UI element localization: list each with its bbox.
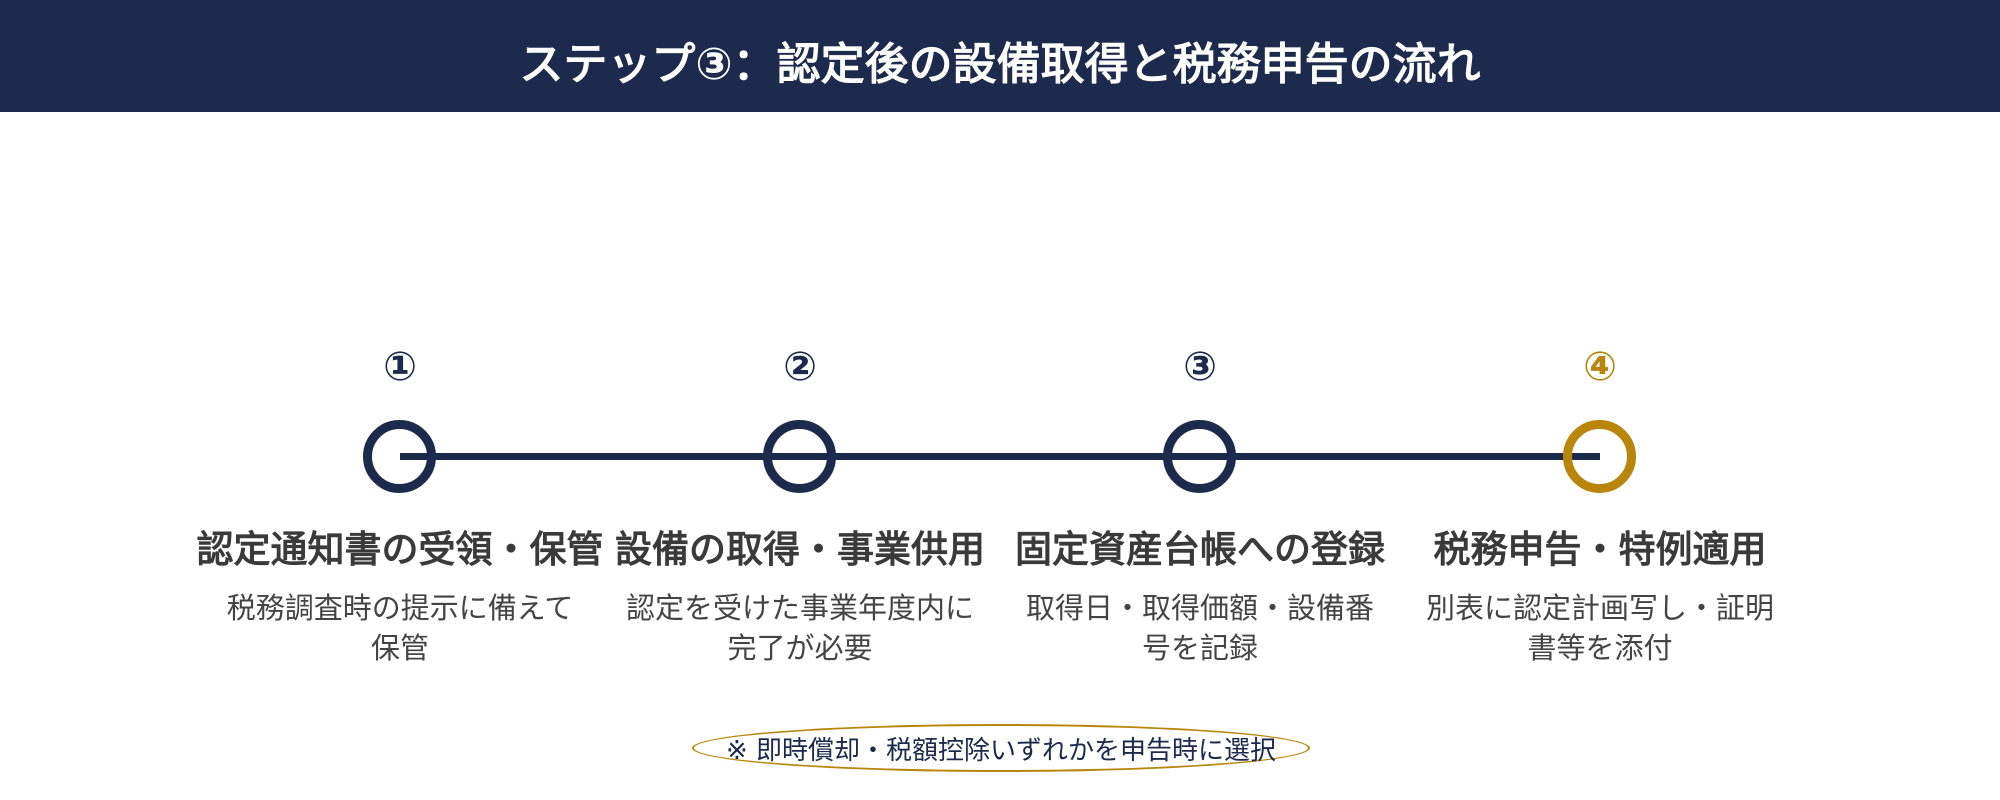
timeline-step-1: ① 認定通知書の受領・保管 税務調査時の提示に備えて保管	[197, 0, 604, 800]
step-title: 固定資産台帳への登録	[1015, 528, 1385, 571]
timeline-step-3: ③ 固定資産台帳への登録 取得日・取得価額・設備番号を記録	[1000, 0, 1400, 800]
step-title: 認定通知書の受領・保管	[196, 528, 604, 571]
step-node-circle-icon	[1563, 420, 1636, 493]
note-ellipse: ※ 即時償却・税額控除いずれかを申告時に選択	[692, 724, 1310, 772]
step-node-circle-icon	[363, 420, 436, 493]
step-number-badge: ④	[1583, 344, 1617, 390]
step-number-badge: ①	[383, 344, 417, 390]
note-text: ※ 即時償却・税額控除いずれかを申告時に選択	[725, 735, 1277, 766]
step-node-circle-icon	[763, 420, 836, 493]
step-number-badge: ③	[1183, 344, 1217, 390]
step-title: 設備の取得・事業供用	[615, 528, 985, 571]
timeline-step-2: ② 設備の取得・事業供用 認定を受けた事業年度内に完了が必要	[600, 0, 1000, 800]
timeline-step-4: ④ 税務申告・特例適用 別表に認定計画写し・証明書等を添付	[1400, 0, 1800, 800]
step-node-circle-icon	[1163, 420, 1236, 493]
header-bar: ステップ③：認定後の設備取得と税務申告の流れ	[0, 0, 2000, 112]
step-title: 税務申告・特例適用	[1433, 528, 1767, 571]
timeline-connector-line	[400, 453, 1600, 460]
step-description: 認定を受けた事業年度内に完了が必要	[625, 591, 974, 665]
page-title: ステップ③：認定後の設備取得と税務申告の流れ	[519, 39, 1481, 90]
step-description: 別表に認定計画写し・証明書等を添付	[1425, 591, 1774, 665]
step-description: 税務調査時の提示に備えて保管	[226, 591, 574, 665]
step-description: 取得日・取得価額・設備番号を記録	[1025, 591, 1374, 665]
step-number-badge: ②	[783, 344, 817, 390]
